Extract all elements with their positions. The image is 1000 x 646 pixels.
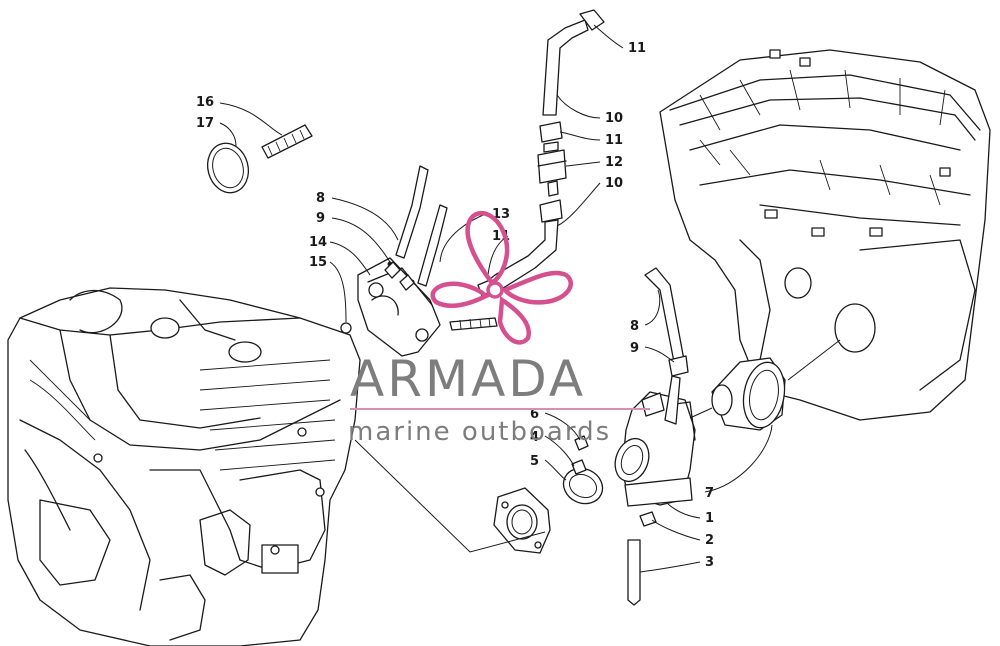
callout-10-upper: 10 [605, 111, 623, 126]
fuel-filter [537, 121, 567, 223]
callout-9-upper: 9 [316, 211, 325, 226]
callout-17: 17 [196, 116, 214, 131]
callout-8-upper: 8 [316, 191, 325, 206]
callout-8-lower: 8 [630, 319, 639, 334]
clamp-part-17 [206, 142, 250, 194]
carburetor [614, 375, 696, 606]
intake-flange [493, 487, 551, 554]
clamp-part-5 [562, 435, 604, 505]
armada-logo [430, 210, 573, 345]
watermark: ARMADA marine outboards [348, 210, 650, 447]
callout-14: 14 [309, 235, 327, 250]
callout-15: 15 [309, 255, 327, 270]
fuel-pump [340, 165, 498, 357]
brand-name: ARMADA [350, 350, 586, 408]
assembly-lines [354, 339, 841, 553]
callout-labels: 16 17 8 9 14 15 13 11 11 10 11 12 10 8 9… [196, 41, 714, 570]
leader-lines [219, 24, 773, 573]
callout-2: 2 [705, 533, 714, 548]
air-boot [711, 357, 786, 431]
airbox [659, 49, 991, 421]
brand-tagline: marine outboards [348, 417, 611, 447]
callout-11-top: 11 [628, 41, 646, 56]
callout-16: 16 [196, 95, 214, 110]
callout-1: 1 [705, 511, 714, 526]
callout-10-lower: 10 [605, 176, 623, 191]
callout-5: 5 [530, 454, 539, 469]
fuel-line-upper [542, 9, 605, 116]
callout-4: 4 [530, 430, 539, 445]
callout-3: 3 [705, 555, 714, 570]
vent-hose-part-8 [644, 267, 689, 377]
callout-9-lower: 9 [630, 341, 639, 356]
spring-part-16 [261, 124, 313, 159]
callout-6: 6 [530, 407, 539, 422]
callout-7: 7 [705, 486, 714, 501]
callout-11-filter: 11 [605, 133, 623, 148]
engine-block [7, 287, 361, 646]
callout-12: 12 [605, 155, 623, 170]
